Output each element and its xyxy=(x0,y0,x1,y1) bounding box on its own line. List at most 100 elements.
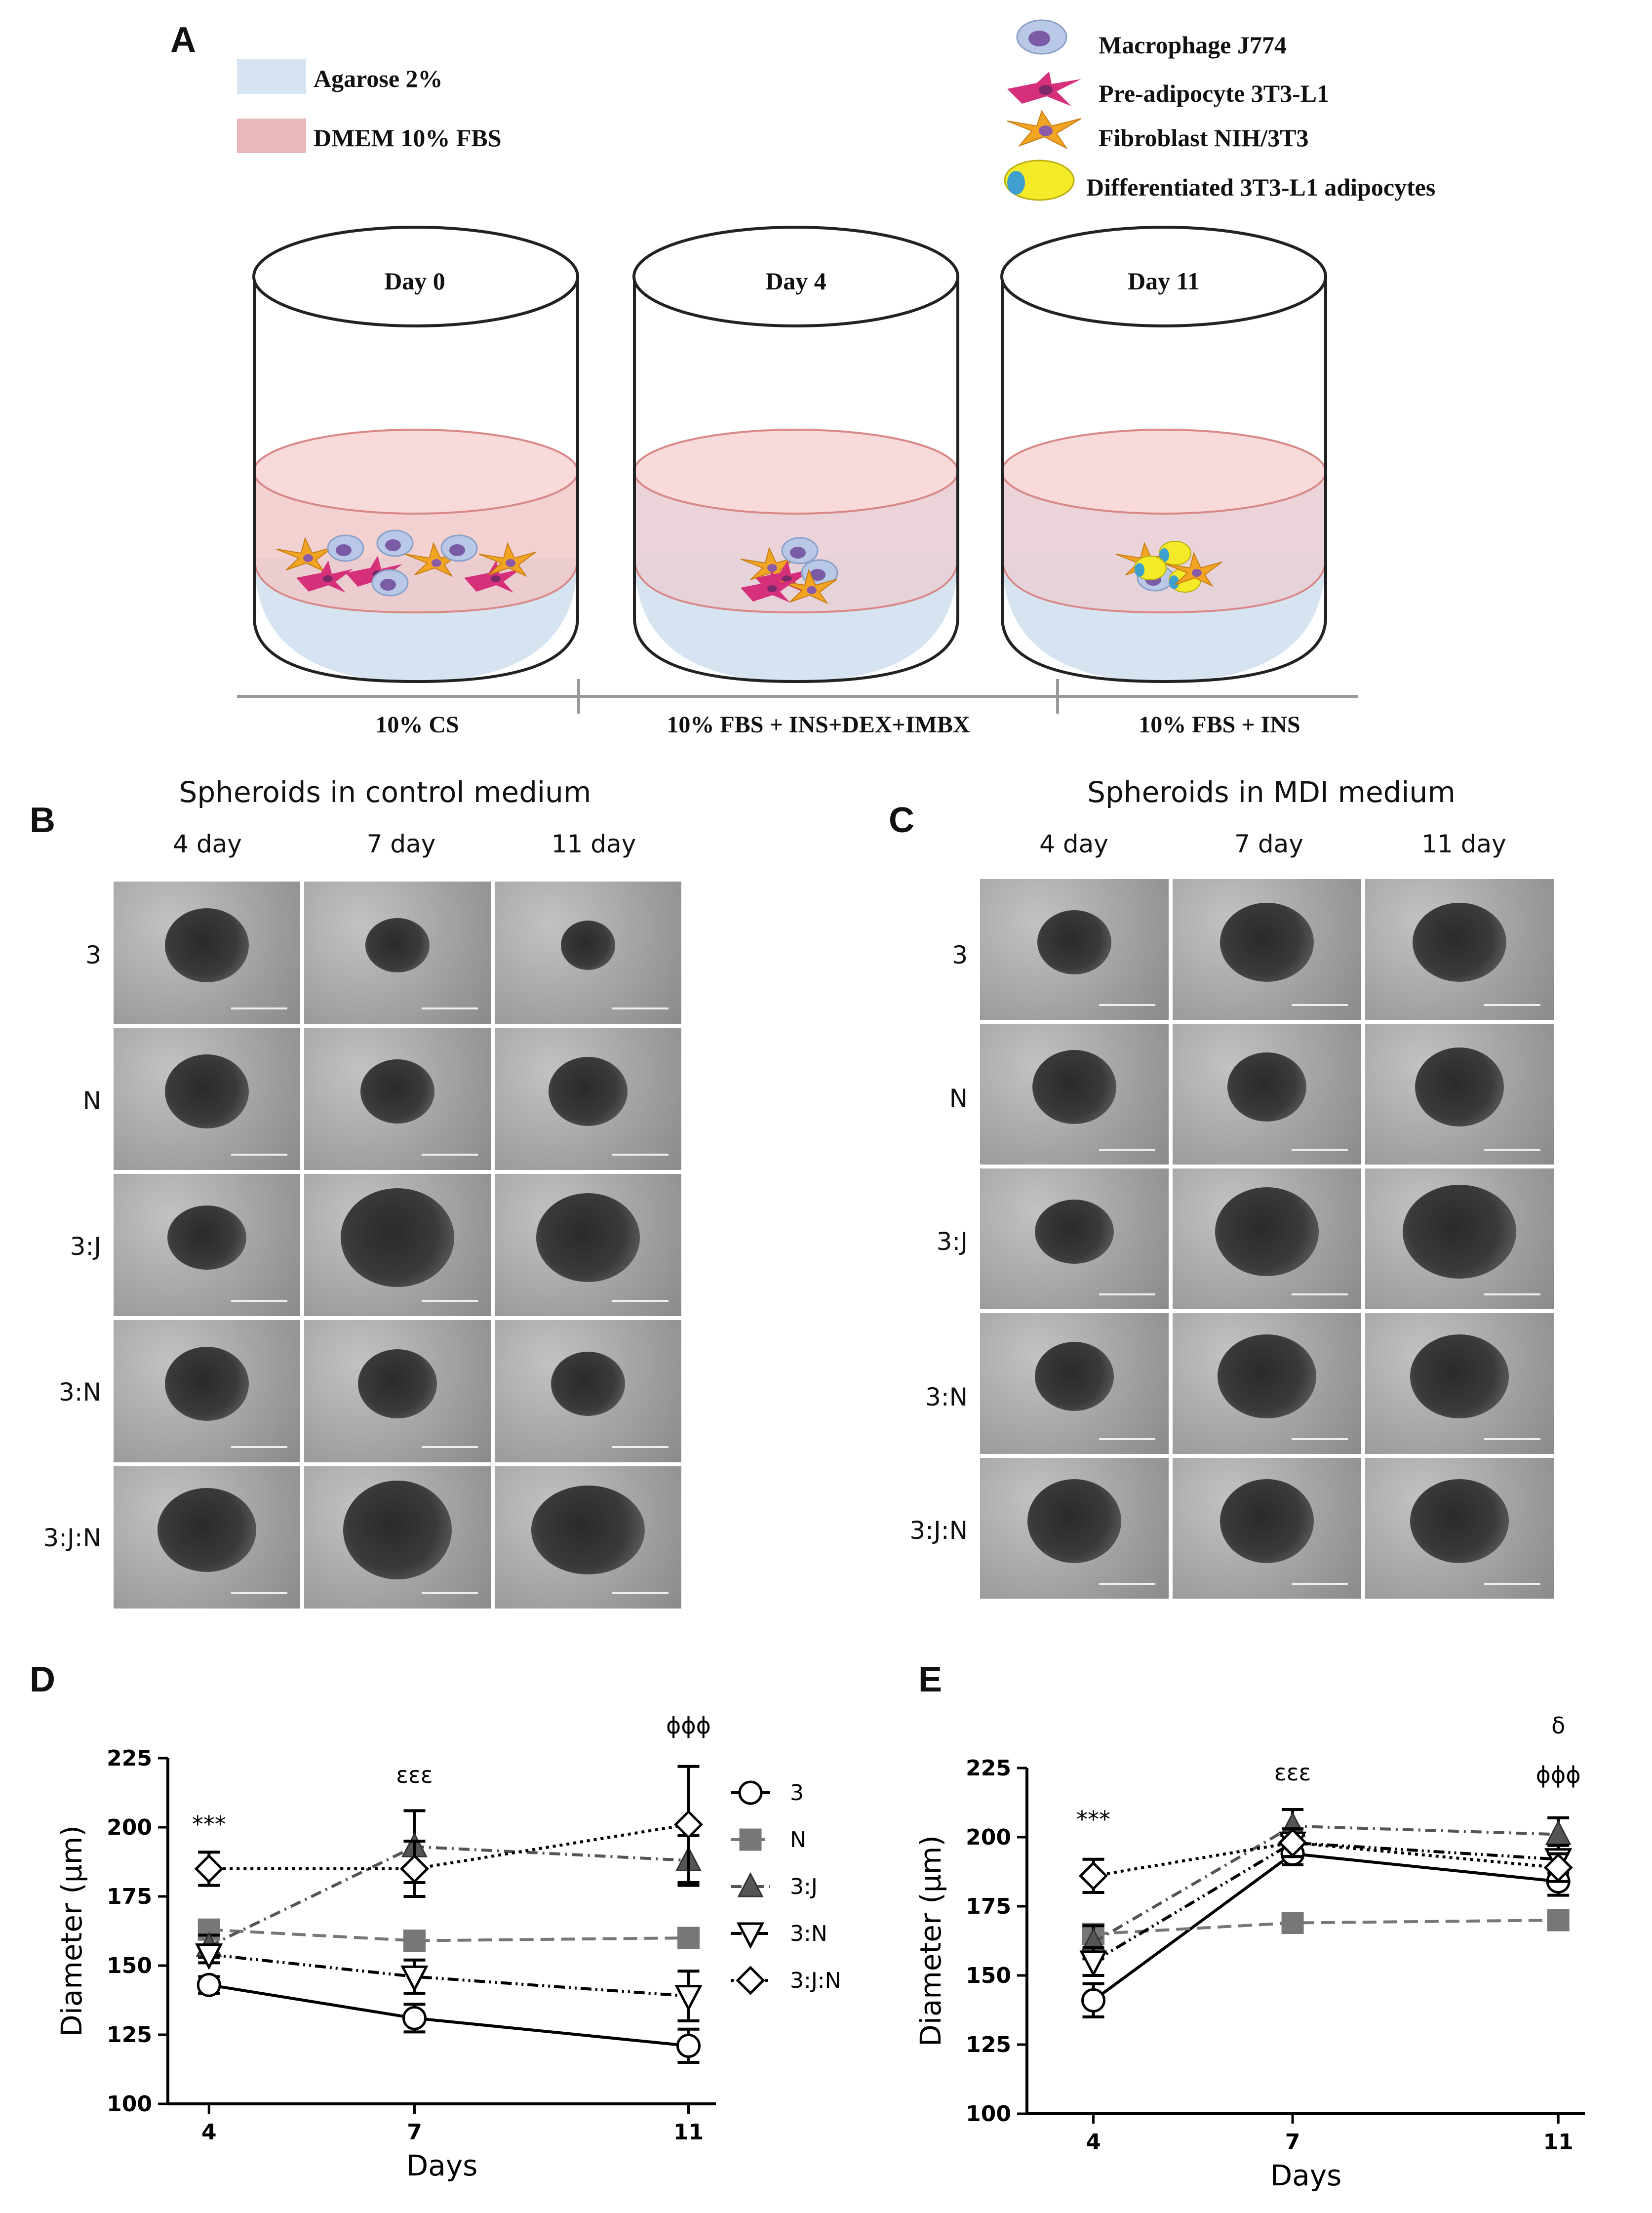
x-tick-label: 11 xyxy=(1543,2130,1573,2155)
data-point xyxy=(1079,1950,1107,1977)
data-point xyxy=(399,1854,430,1884)
panel-c-col-4day: 4 day xyxy=(1039,830,1108,858)
spheroid-image xyxy=(536,1193,640,1282)
well-day-0 xyxy=(252,226,579,684)
y-axis-label: Diameter (µm) xyxy=(55,1825,88,2037)
panel-b-row-n: N xyxy=(82,1086,101,1115)
panel-b-row-3jn: 3:J:N xyxy=(43,1524,101,1552)
x-tick-label: 4 xyxy=(201,2120,217,2145)
panel-c-col-11day: 11 day xyxy=(1421,830,1506,858)
y-tick-label: 175 xyxy=(107,1884,152,1909)
legend-preadipocyte-label: Pre-adipocyte 3T3-L1 xyxy=(1099,80,1330,107)
x-tick-label: 4 xyxy=(1086,2130,1101,2155)
spheroid-image xyxy=(365,918,430,972)
series-line xyxy=(1092,1852,1559,2002)
well-title-day-11: Day 11 xyxy=(1128,267,1200,295)
panel-c-title: Spheroids in MDI medium xyxy=(1087,775,1455,809)
adipocyte-icon xyxy=(1004,160,1075,201)
panel-c-tile-r3-c2 xyxy=(1173,1168,1361,1309)
y-tick-label: 150 xyxy=(107,1953,152,1978)
y-tick-label: 225 xyxy=(966,1756,1011,1781)
scale-bar xyxy=(612,1592,669,1595)
panel-b-tile-r5-c3 xyxy=(495,1466,681,1609)
series-N xyxy=(197,1918,700,1952)
series-line xyxy=(1092,1841,1559,1963)
spheroid-image xyxy=(1227,1052,1306,1122)
legend-item-3:J: 3:J xyxy=(731,1872,818,1899)
panel-b-tile-r1-c1 xyxy=(114,882,300,1024)
spheroid-image xyxy=(1415,1047,1504,1127)
series-line xyxy=(209,1823,689,1870)
panel-b-col-7day: 7 day xyxy=(366,830,436,858)
series-line xyxy=(208,1953,689,1998)
spheroid-image xyxy=(360,1059,434,1124)
significance-annotation: ϕϕϕ xyxy=(1536,1762,1581,1788)
panel-letter-d: D xyxy=(30,1660,55,1699)
panel-b-tile-r5-c2 xyxy=(304,1466,491,1609)
y-tick-label: 100 xyxy=(966,2101,1011,2127)
scale-bar xyxy=(1099,1438,1156,1440)
well-title-day-0: Day 0 xyxy=(384,267,445,295)
well-day-11 xyxy=(1000,226,1327,684)
swatch-agarose xyxy=(237,59,306,94)
wells-diagram xyxy=(237,226,1358,714)
spheroid-image xyxy=(343,1481,452,1579)
data-point xyxy=(1545,1820,1572,1845)
series-3:J xyxy=(196,1809,702,1959)
panel-c-tile-r2-c3 xyxy=(1365,1024,1554,1165)
significance-annotation: *** xyxy=(192,1811,226,1838)
legend-agarose-label: Agarose 2% xyxy=(314,65,443,92)
spheroid-image xyxy=(1413,902,1506,982)
spheroid-image xyxy=(1403,1184,1516,1279)
well-title-day-4: Day 4 xyxy=(765,267,826,295)
legend-adipocyte-label: Differentiated 3T3-L1 adipocytes xyxy=(1086,173,1436,201)
spheroid-image xyxy=(167,1206,246,1270)
scale-bar xyxy=(1099,1004,1156,1006)
legend-label: 3 xyxy=(790,1780,804,1806)
panel-c-row-3j: 3:J xyxy=(936,1227,968,1256)
x-axis-label: Days xyxy=(406,2149,478,2182)
spheroid-image xyxy=(1032,1049,1116,1124)
data-point xyxy=(676,2033,701,2058)
series-line xyxy=(1093,1841,1559,1878)
spheroid-image xyxy=(561,921,615,970)
scale-bar xyxy=(612,1446,669,1449)
scale-bar xyxy=(1291,1582,1348,1585)
data-point xyxy=(1081,1988,1106,2012)
series-N xyxy=(1082,1909,1570,1945)
panel-b-tile-r2-c1 xyxy=(114,1028,300,1170)
legend-macrophage-label: Macrophage J774 xyxy=(1099,31,1287,59)
scale-bar xyxy=(231,1007,287,1010)
spheroid-image xyxy=(531,1486,645,1574)
legend-dmem-label: DMEM 10% FBS xyxy=(314,124,502,152)
spheroid-image xyxy=(165,1054,249,1128)
series-3 xyxy=(197,1972,701,2064)
panel-b-tile-r3-c3 xyxy=(495,1174,681,1316)
y-tick-label: 200 xyxy=(107,1815,152,1840)
data-point xyxy=(673,1810,704,1839)
y-tick-label: 100 xyxy=(107,2092,152,2117)
series-line xyxy=(1093,1919,1559,1935)
spheroid-image xyxy=(1220,902,1314,982)
scale-bar xyxy=(1484,1148,1541,1151)
panel-b-tile-r5-c1 xyxy=(114,1466,300,1609)
data-point xyxy=(1281,1912,1304,1934)
data-point xyxy=(1543,1853,1573,1883)
legend-label: N xyxy=(790,1827,806,1852)
x-tick-label: 11 xyxy=(673,2120,704,2145)
spheroid-image xyxy=(1410,1479,1509,1563)
preadipocyte-icon xyxy=(1007,72,1081,106)
data-point xyxy=(1547,1909,1570,1931)
x-axis-label: Days xyxy=(1270,2159,1342,2192)
y-axis-label: Diameter (µm) xyxy=(914,1835,947,2047)
panel-c-tile-r4-c3 xyxy=(1365,1313,1554,1454)
scale-bar xyxy=(231,1154,287,1156)
stage-label-1: 10% CS xyxy=(375,712,459,738)
y-tick-label: 175 xyxy=(966,1894,1011,1919)
chart-d-legend: 3N3:J3:N3:J:N xyxy=(731,1780,841,1995)
spheroid-image xyxy=(157,1488,256,1572)
series-3:J:N xyxy=(194,1765,704,1898)
panel-letter-b: B xyxy=(30,801,55,840)
